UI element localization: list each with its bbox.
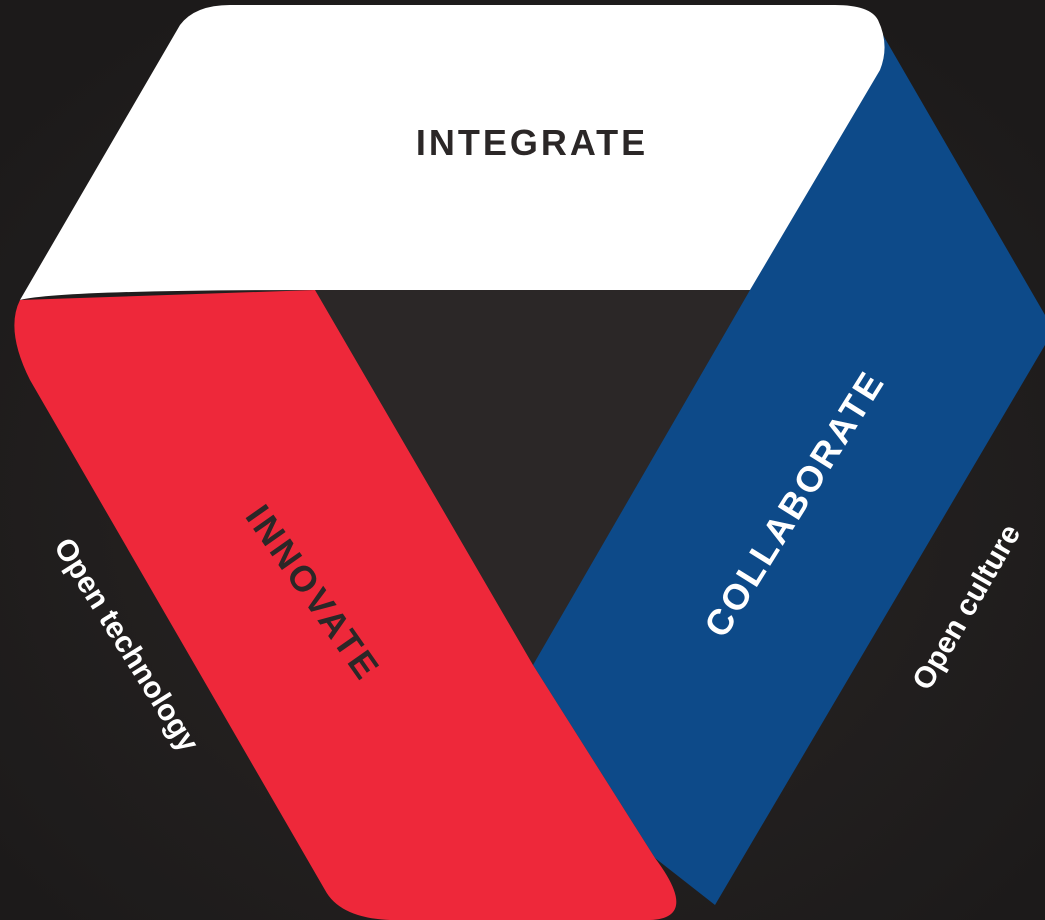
integrate-label: INTEGRATE <box>416 122 648 163</box>
integrate-band <box>20 5 885 300</box>
center-triangle <box>315 290 750 665</box>
collaborate-band <box>533 16 1045 905</box>
innovate-band <box>14 290 677 920</box>
